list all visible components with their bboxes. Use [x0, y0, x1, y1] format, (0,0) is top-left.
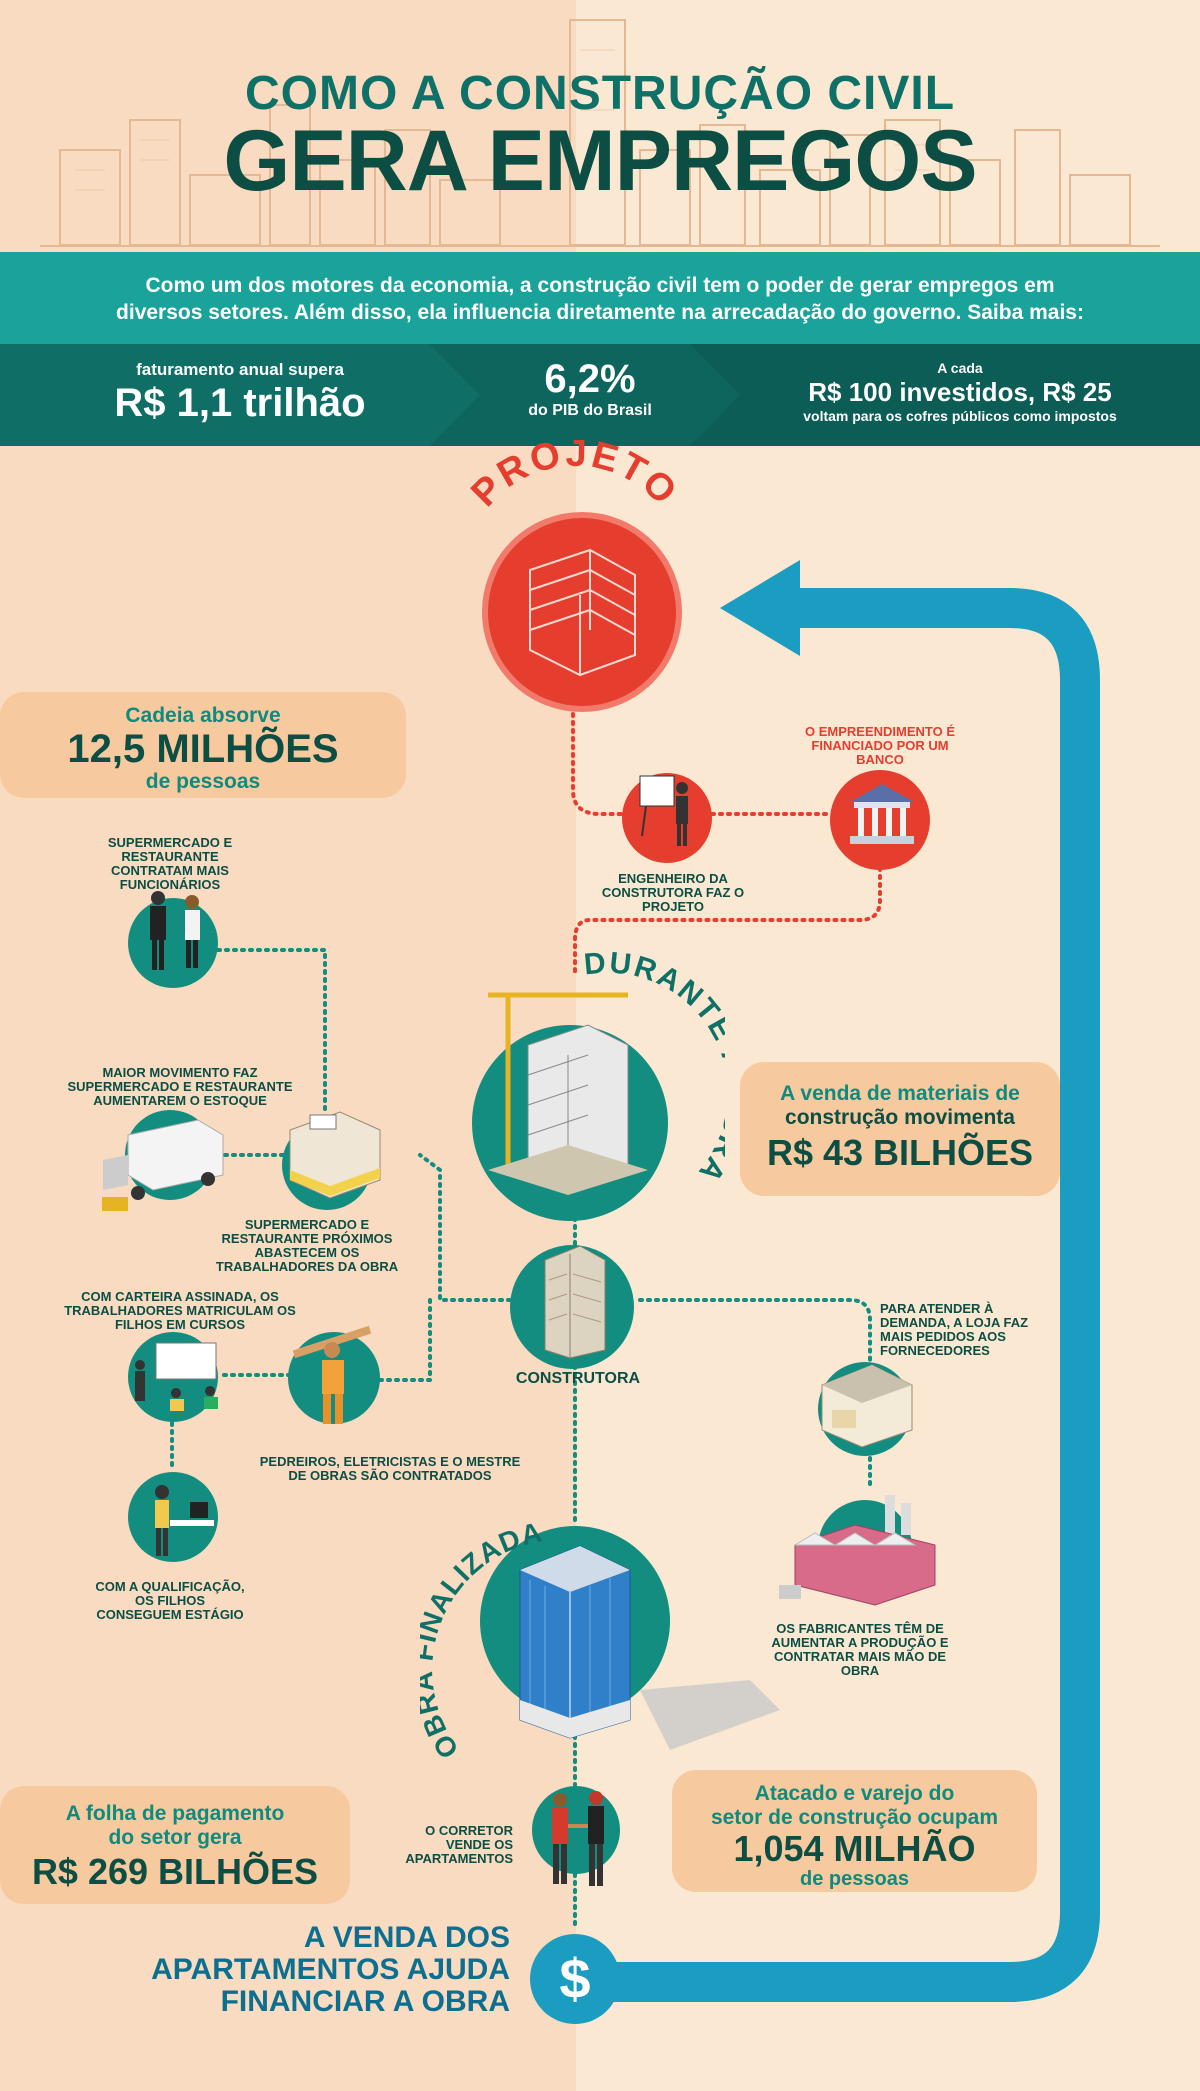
projeto-arc-label: PROJETO: [463, 440, 686, 515]
callout-folha-line2: do setor gera: [108, 1826, 242, 1849]
dollar-icon: $: [530, 1934, 620, 2024]
building-shadow: [640, 1680, 780, 1750]
stage-projeto: PROJETO: [463, 440, 683, 515]
caption-carteira: COM CARTEIRA ASSINADA, OS TRABALHADORES …: [64, 1289, 296, 1332]
stats-chevrons: [0, 344, 740, 446]
intro-line-2: diversos setores. Além disso, ela influe…: [116, 301, 1084, 324]
finalizada-arc-label: OBRA FINALIZADA: [420, 1520, 545, 1760]
caption-estagio: COM A QUALIFICAÇÃO, OS FILHOS CONSEGUEM …: [95, 1579, 245, 1622]
stat-revenue: faturamento anual supera R$ 1,1 trilhão: [60, 360, 420, 426]
callout-materiais: A venda de materiais de construção movim…: [740, 1062, 1060, 1196]
callout-folha: A folha de pagamento do setor gera R$ 26…: [0, 1786, 350, 1904]
stat-revenue-value: R$ 1,1 trilhão: [114, 381, 366, 425]
callout-cadeia-line2: de pessoas: [145, 770, 261, 793]
broker-handshake-icon: [552, 1791, 604, 1886]
callout-cadeia-value: 12,5 MILHÕES: [67, 727, 339, 771]
supermarket-icon: [289, 1111, 381, 1199]
callout-cadeia: Cadeia absorve 12,5 MILHÕES de pessoas: [0, 692, 406, 798]
final-line-3: FINANCIAR A OBRA: [220, 1985, 510, 2018]
staff-circle: [128, 898, 218, 988]
city-skyline-illustration: [40, 19, 1160, 247]
final-line-2: APARTAMENTOS AJUDA: [151, 1953, 510, 1986]
caption-corretor: O CORRETOR VENDE OS APARTAMENTOS: [405, 1823, 513, 1866]
intro-text: Como um dos motores da economia, a const…: [60, 272, 1140, 326]
caption-estoque: MAIOR MOVIMENTO FAZ SUPERMERCADO E RESTA…: [67, 1065, 293, 1108]
svg-text:DURANTE A OBRA: DURANTE A OBRA: [583, 946, 725, 1185]
stat-gdp-label: do PIB do Brasil: [528, 402, 652, 419]
caption-fabricantes: OS FABRICANTES TÊM DE AUMENTAR A PRODUÇÃ…: [771, 1621, 949, 1678]
caption-supermercado-func: SUPERMERCADO E RESTAURANTE CONTRATAM MAI…: [107, 835, 233, 892]
stage-finalizada: OBRA FINALIZADA: [420, 1520, 544, 1760]
broker-circle: [532, 1786, 620, 1874]
callout-materiais-line1: A venda de materiais de: [780, 1082, 1020, 1105]
callout-folha-line1: A folha de pagamento: [65, 1802, 285, 1825]
callout-atacado-line2: setor de construção ocupam: [710, 1806, 999, 1829]
caption-engenheiro: ENGENHEIRO DA CONSTRUTORA FAZ O PROJETO: [601, 871, 745, 914]
intro-banner: [0, 252, 1200, 344]
office-building-icon: [544, 1245, 606, 1359]
callout-atacado-value: 1,054 MILHÃO: [733, 1828, 976, 1869]
staff-people-icon: [150, 891, 200, 970]
stat-gdp: 6,2% do PIB do Brasil: [480, 356, 700, 420]
factory-icon: [779, 1495, 936, 1606]
callout-atacado-line3: de pessoas: [800, 1868, 909, 1890]
callout-folha-value: R$ 269 BILHÕES: [31, 1851, 319, 1892]
stat-gdp-value: 6,2%: [544, 357, 636, 401]
stat-revenue-label: faturamento anual supera: [136, 360, 344, 379]
caption-demanda: PARA ATENDER À DEMANDA, A LOJA FAZ MAIS …: [880, 1301, 1029, 1358]
final-line-1: A VENDA DOS: [303, 1921, 510, 1954]
delivery-truck-icon: [102, 1119, 224, 1211]
svg-text:OBRA FINALIZADA: OBRA FINALIZADA: [420, 1520, 545, 1760]
building-wireframe-icon: [529, 548, 636, 677]
caption-banco: O EMPREENDIMENTO É FINANCIADO POR UM BAN…: [804, 724, 955, 767]
callout-atacado: Atacado e varejo do setor de construção …: [672, 1770, 1037, 1892]
callout-atacado-line1: Atacado e varejo do: [754, 1782, 955, 1805]
stat-taxes-label: A cada: [937, 360, 983, 376]
caption-pedreiros: PEDREIROS, ELETRICISTAS E O MESTRE DE OB…: [259, 1454, 521, 1483]
intro-line-1: Como um dos motores da economia, a const…: [145, 274, 1055, 297]
engineer-icon: [639, 775, 688, 846]
building-under-construction-icon: [488, 992, 648, 1195]
callout-materiais-line2: construção movimenta: [785, 1106, 1015, 1129]
stat-taxes-sub: voltam para os cofres públicos como impo…: [803, 408, 1117, 424]
finished-glass-building-icon: [519, 1545, 631, 1739]
final-message: A VENDA DOS APARTAMENTOS AJUDA FINANCIAR…: [120, 1922, 510, 2018]
internship-icon: [155, 1485, 214, 1556]
callout-materiais-value: R$ 43 BILHÕES: [766, 1132, 1034, 1173]
stage-durante: DURANTE A OBRA: [583, 946, 725, 1185]
caption-abastecem: SUPERMERCADO E RESTAURANTE PRÓXIMOS ABAS…: [215, 1217, 399, 1274]
durante-arc-label: DURANTE A OBRA: [583, 946, 725, 1185]
title-line-2: GERA EMPREGOS: [223, 113, 977, 209]
bank-icon: [850, 784, 914, 844]
stat-taxes: A cada R$ 100 investidos, R$ 25 voltam p…: [740, 360, 1180, 424]
callout-cadeia-line1: Cadeia absorve: [125, 704, 281, 727]
classroom-icon: [135, 1342, 218, 1411]
construction-worker-icon: [292, 1325, 372, 1424]
caption-construtora: CONSTRUTORA: [515, 1370, 641, 1387]
hardware-store-icon: [821, 1364, 913, 1448]
stat-taxes-value: R$ 100 investidos, R$ 25: [808, 377, 1112, 407]
title-line-1: COMO A CONSTRUÇÃO CIVIL: [244, 67, 956, 120]
svg-text:PROJETO: PROJETO: [463, 440, 686, 515]
